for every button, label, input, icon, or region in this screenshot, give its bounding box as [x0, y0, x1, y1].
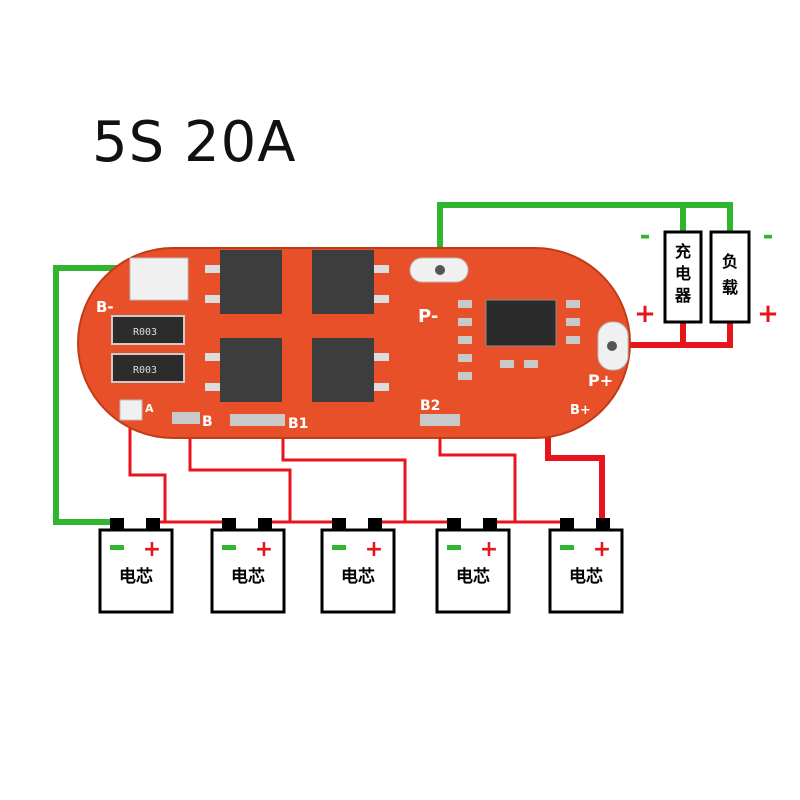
load-label-2: 载 [722, 278, 738, 297]
cell-plus-sign: + [480, 537, 498, 562]
wire-tap-b [188, 425, 292, 522]
cell-minus-sign [110, 545, 124, 550]
battery-cell: + 电芯 [320, 518, 396, 614]
pad-b2 [420, 414, 460, 426]
mosfet-4 [312, 338, 374, 402]
resistor-2-label: R003 [133, 365, 157, 376]
bms-board: B- P- P+ B+ R003 R003 [77, 247, 631, 439]
cell-body [435, 528, 511, 614]
cell-plus-sign: + [365, 537, 383, 562]
cell-body [320, 528, 396, 614]
resistor-2 [111, 353, 185, 383]
wire-tap-b2 [438, 425, 517, 522]
battery-cells: + 电芯 + 电芯 + 电芯 + 电芯 + 电芯 [98, 518, 624, 614]
cell-label: 电芯 [231, 566, 265, 587]
label-b-minus: B- [96, 298, 114, 316]
charger-plus-sign: + [634, 299, 656, 329]
wire-p-plus [610, 322, 733, 348]
cell-body [210, 528, 286, 614]
pad-b [172, 412, 200, 424]
cell-plus-sign: + [593, 537, 611, 562]
cell-minus-sign [332, 545, 346, 550]
resistor-1-label: R003 [133, 327, 157, 338]
pad-a [119, 399, 143, 421]
load: 负 载 [709, 230, 751, 324]
mosfet-1 [220, 250, 282, 314]
cell-minus-sign [447, 545, 461, 550]
battery-cell: + 电芯 [435, 518, 511, 614]
load-minus-sign: - [763, 221, 774, 251]
cell-label: 电芯 [456, 566, 490, 587]
charger-minus-sign: - [640, 221, 651, 251]
charger-label-1: 充 [675, 242, 691, 261]
cell-plus-sign: + [143, 537, 161, 562]
label-b-plus: B+ [570, 403, 591, 418]
pad-b1 [230, 414, 285, 426]
label-p-minus: P- [418, 306, 438, 327]
cell-body [98, 528, 174, 614]
protection-ic [485, 299, 557, 347]
label-b: B [202, 414, 213, 430]
charger-label-3: 器 [674, 286, 692, 305]
label-b1: B1 [288, 416, 308, 432]
cell-minus-sign [560, 545, 574, 550]
wire-b-plus [545, 420, 605, 522]
resistor-1 [111, 315, 185, 345]
cell-label: 电芯 [119, 566, 153, 587]
mosfet-2 [312, 250, 374, 314]
label-p-plus: P+ [588, 371, 613, 390]
charger: 充 电 器 [663, 230, 703, 324]
label-b2: B2 [420, 398, 440, 414]
cell-body [548, 528, 624, 614]
cell-label: 电芯 [341, 566, 375, 587]
cell-plus-sign: + [255, 537, 273, 562]
battery-cell: + 电芯 [548, 518, 624, 614]
diagram-title: 5S 20A [92, 110, 297, 175]
wire-b-minus [53, 265, 160, 525]
charger-label-2: 电 [675, 264, 691, 283]
label-a: A [145, 402, 154, 415]
load-label-1: 负 [722, 252, 738, 271]
pad-b-minus [129, 257, 189, 301]
wire-tap-b1 [281, 425, 407, 522]
cell-minus-sign [222, 545, 236, 550]
battery-cell: + 电芯 [98, 518, 174, 614]
wire-tap-a [128, 425, 167, 522]
wire-p-minus [437, 202, 733, 268]
cell-label: 电芯 [569, 566, 603, 587]
battery-cell: + 电芯 [210, 518, 286, 614]
mosfet-3 [220, 338, 282, 402]
load-plus-sign: + [757, 299, 779, 329]
